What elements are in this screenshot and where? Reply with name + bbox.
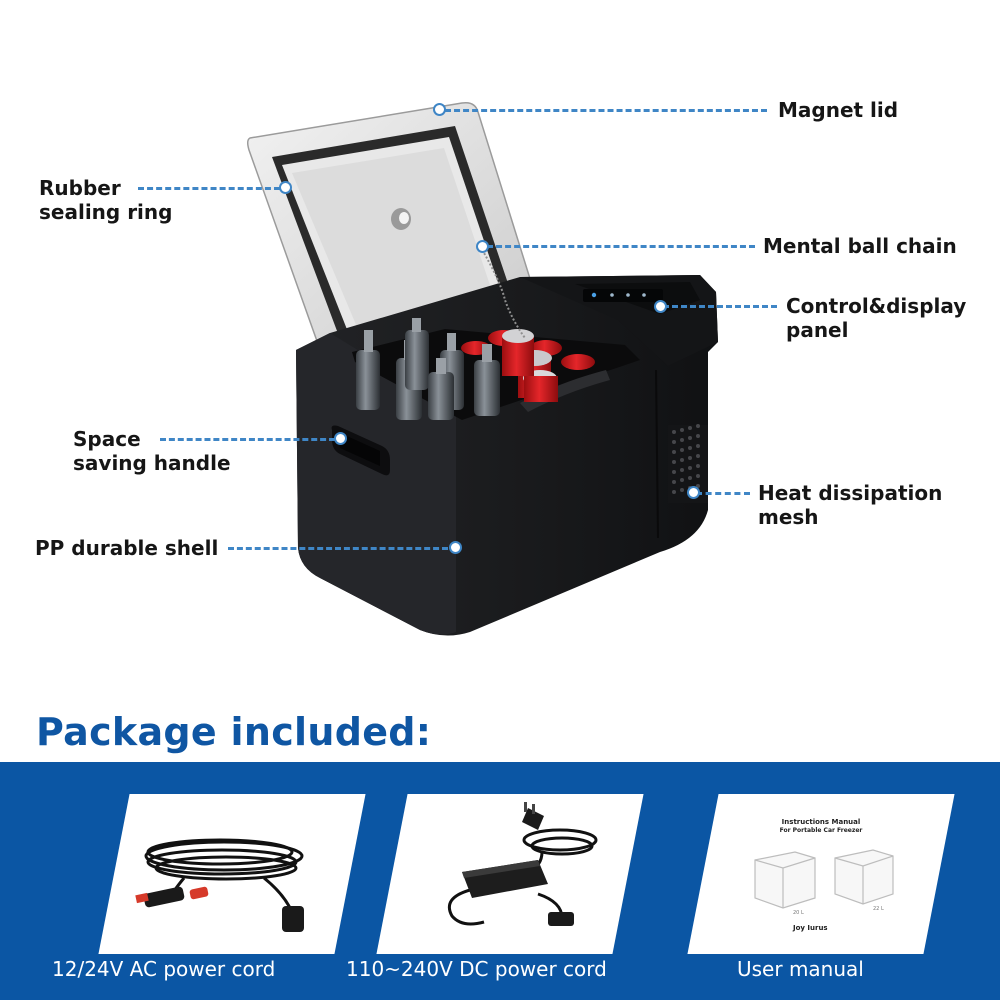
callout-magnet-lid: Magnet lid xyxy=(778,98,899,122)
package-card-car-cord xyxy=(98,794,366,954)
caption-manual: User manual xyxy=(737,957,864,981)
manual-size-a: 20 L xyxy=(793,910,804,916)
marker-magnet-lid xyxy=(433,103,446,116)
caption-car-cord: 12/24V AC power cord xyxy=(52,957,276,981)
marker-control-panel xyxy=(654,300,667,313)
package-card-manual: Instructions Manual For Portable Car Fre… xyxy=(687,794,955,954)
drinks-contents xyxy=(356,318,595,420)
callout-handle: Space saving handle xyxy=(73,427,231,475)
manual-icon: Instructions Manual For Portable Car Fre… xyxy=(703,794,939,954)
power-adapter-icon xyxy=(447,802,598,926)
package-title: Package included: xyxy=(36,710,432,754)
package-band: Instructions Manual For Portable Car Fre… xyxy=(0,762,1000,1000)
product-diagram-area: Magnet lid Rubber sealing ring Mental ba… xyxy=(35,98,967,636)
car-fridge-illustration xyxy=(246,101,718,636)
magnet-lid xyxy=(246,101,548,369)
marker-shell xyxy=(449,541,462,554)
leader-ball-chain xyxy=(487,245,755,248)
package-card-adapter xyxy=(376,794,644,954)
marker-handle xyxy=(334,432,347,445)
leader-handle xyxy=(160,438,335,441)
marker-heat-mesh xyxy=(687,486,700,499)
leader-rubber-ring xyxy=(138,187,280,190)
ball-chain xyxy=(479,245,526,339)
marker-ball-chain xyxy=(476,240,489,253)
manual-brand: Joy Iurus xyxy=(793,924,828,932)
fridge-body xyxy=(296,275,718,636)
callout-shell: PP durable shell xyxy=(35,536,219,560)
leader-magnet-lid xyxy=(445,109,767,112)
car-plug-cord-icon xyxy=(135,838,304,932)
callout-heat-mesh: Heat dissipation mesh xyxy=(758,481,943,529)
leader-heat-mesh xyxy=(696,492,750,495)
manual-size-b: 22 L xyxy=(873,906,884,912)
leader-shell xyxy=(228,547,448,550)
leader-control-panel xyxy=(663,305,777,308)
callout-ball-chain: Mental ball chain xyxy=(763,234,957,258)
marker-rubber-ring xyxy=(279,181,292,194)
callout-rubber-ring: Rubber sealing ring xyxy=(39,176,173,224)
caption-adapter: 110~240V DC power cord xyxy=(346,957,607,981)
callout-control-panel: Control&display panel xyxy=(786,294,967,342)
manual-fridge-drawings xyxy=(754,849,894,909)
